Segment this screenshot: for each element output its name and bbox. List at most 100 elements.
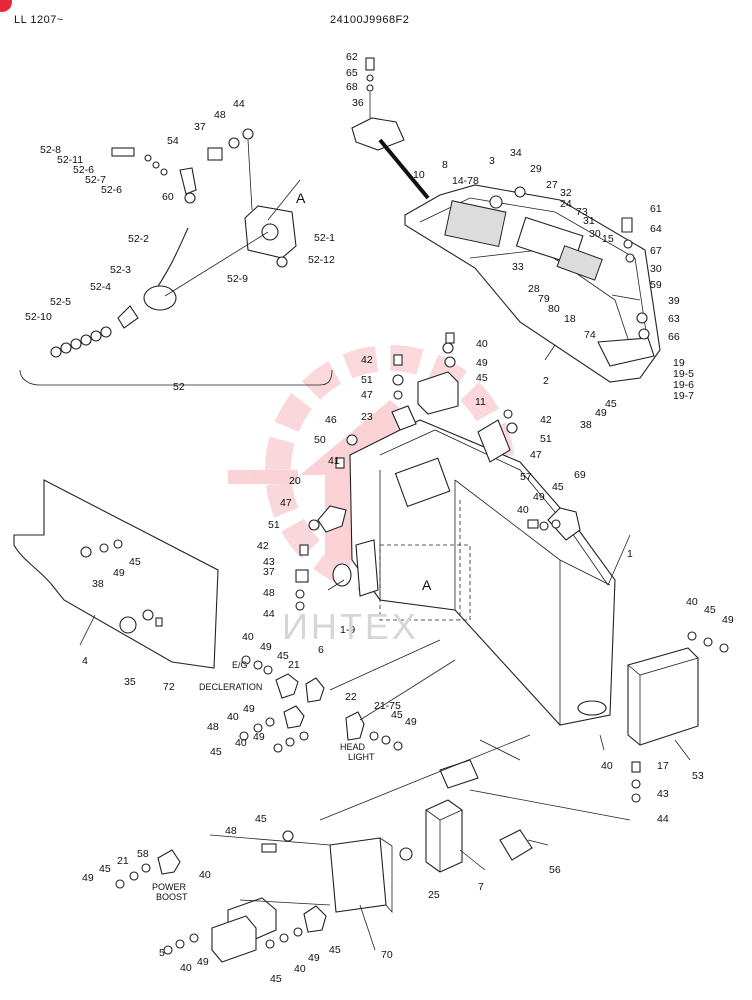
group-label: 52 [173,381,185,393]
callout-number: 30 [650,263,662,275]
caption-power-boost-2: BOOST [156,892,188,902]
callout-number: 62 [346,51,358,63]
callout-number: 21-75 [374,700,401,712]
group-label: A [422,577,432,593]
callout-number: 67 [650,245,662,257]
callout-number: 45 [255,813,267,825]
callout-number: 79 [538,293,550,305]
callout-number: 5 [159,947,165,959]
callout-number: 10 [413,169,425,181]
callout-number: 40 [199,869,211,881]
callout-number: 11 [475,396,486,408]
relay-box [627,631,729,803]
callout-number: 72 [163,681,175,693]
callout-number: 49 [113,567,125,579]
callout-number: 33 [512,261,524,273]
callout-number: 21 [117,855,129,867]
callout-number: 37 [263,566,275,578]
callout-number: 1-9 [340,624,355,636]
callout-number: 40 [517,504,529,516]
callout-number: 40 [180,962,192,974]
washer-stack [50,326,112,358]
callout-number: 49 [533,491,545,503]
callout-number: 19-6 [673,379,694,391]
callout-number: 42 [361,354,373,366]
callout-number: 45 [99,863,111,875]
callout-number: 52-1 [314,232,335,244]
callout-number: 52-10 [25,311,52,323]
callout-number: 45 [476,372,488,384]
callout-number: 52-6 [73,164,94,176]
callout-number: 24 [560,198,572,210]
callout-number: 49 [308,952,320,964]
callout-number: 19 [673,357,685,369]
callout-number: 52-7 [85,174,106,186]
callout-number: 49 [82,872,94,884]
callout-number: 57 [520,471,532,483]
callout-number: 40 [227,711,239,723]
callout-number: 65 [346,67,358,79]
callout-number: 31 [583,215,595,227]
callout-number: 29 [530,163,542,175]
callout-number: 38 [580,419,592,431]
callout-number: 56 [549,864,561,876]
callout-number: 53 [692,770,704,782]
callout-number: 52-2 [128,233,149,245]
callout-number: 40 [242,631,254,643]
callout-number: 52-11 [57,154,83,166]
callout-number: 45 [210,746,222,758]
callout-number: 49 [243,703,255,715]
callout-number: 64 [650,223,662,235]
callout-number: 32 [560,187,572,199]
callout-number: 21 [288,659,300,671]
callout-number: 70 [381,949,393,961]
callout-number: 6 [318,644,324,656]
callout-number: 3 [489,155,495,167]
corner-badge [0,0,12,12]
switch-parts [239,639,456,753]
callout-number: 52-9 [227,273,248,285]
callout-number: 34 [510,147,522,159]
callout-number: 45 [605,398,617,410]
callout-number: 45 [391,709,403,721]
callout-number: 14-78 [452,175,479,187]
callout-number: 40 [476,338,488,350]
caption-head-light-1: HEAD [340,742,366,752]
callout-number: 51 [540,433,552,445]
callout-number: 51 [361,374,373,386]
callout-number: 50 [314,434,326,446]
callout-number: 52-5 [50,296,71,308]
mounting-bracket [115,734,631,963]
callout-number: 48 [225,825,237,837]
callout-number: 8 [442,159,448,171]
callout-number: 47 [530,449,542,461]
header-part-number: 24100J9968F2 [330,14,410,26]
upper-frame-parts [295,332,581,611]
callout-number: 44 [233,98,245,110]
callout-number: 46 [325,414,337,426]
callout-number: 45 [552,481,564,493]
callout-number: 20 [289,475,301,487]
callout-number: 49 [476,357,488,369]
callout-number: 52-12 [308,254,335,266]
callout-number: 80 [548,303,560,315]
callout-number: 44 [263,608,275,620]
callout-number: 38 [92,578,104,590]
callout-number: 7 [478,881,484,893]
callout-number: 27 [546,179,558,191]
callout-number: 4 [82,655,88,667]
callout-number: 48 [263,587,275,599]
header-model-range: LL 1207~ [14,14,64,26]
callout-number: 58 [137,848,149,860]
callout-number: 68 [346,81,358,93]
callout-number: 36 [352,97,364,109]
callout-number: 45 [277,650,289,662]
callout-number: 45 [329,944,341,956]
callout-number: 44 [657,813,669,825]
callout-number: 45 [704,604,716,616]
callout-number: 42 [257,540,269,552]
callout-number: 18 [564,313,576,325]
